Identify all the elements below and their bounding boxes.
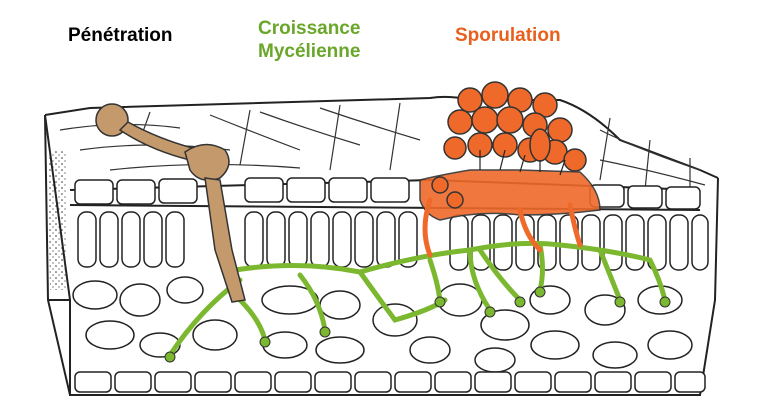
label-sporulation: Sporulation (455, 25, 561, 46)
conidiophores (479, 149, 566, 176)
stippled-side-face (48, 150, 66, 290)
epidermis-cells (74, 177, 701, 210)
upper-surface-cells (59, 102, 706, 191)
label-mycelial-growth-line2: Mycélienne (258, 41, 361, 62)
sporulation-structure (419, 81, 601, 221)
sporulation-hyphae (422, 197, 583, 258)
mycelium-haustoria (164, 286, 671, 363)
lower-epidermis-cells (74, 371, 706, 393)
label-penetration: Pénétration (68, 25, 173, 46)
palisade-cells (77, 211, 709, 271)
label-mycelial-growth-line1: Croissance (258, 18, 361, 39)
penetration-structure (95, 103, 246, 303)
label-mycelial-growth: Croissance Mycélienne (258, 17, 360, 63)
